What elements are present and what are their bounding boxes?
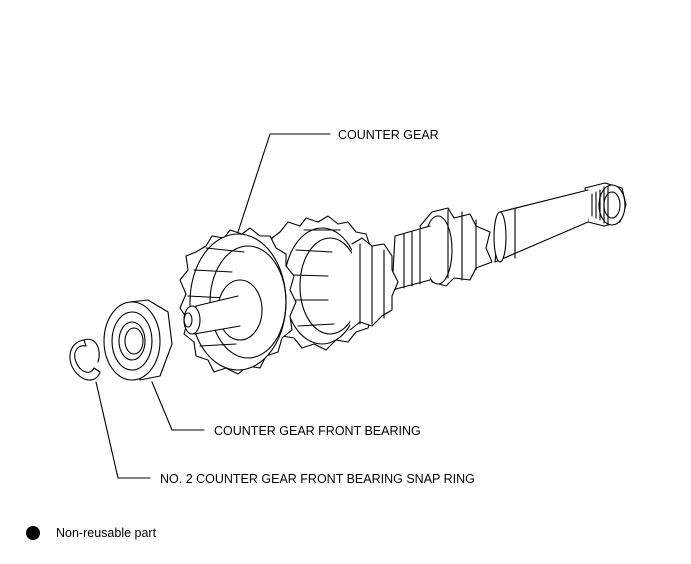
- legend: Non-reusable part: [26, 526, 156, 540]
- snap-ring-leader: [95, 381, 151, 479]
- middle-gear: [261, 215, 399, 351]
- counter-gear: [179, 227, 297, 375]
- counter-gear-leader: [237, 133, 331, 233]
- front-bearing-label: COUNTER GEAR FRONT BEARING: [214, 424, 421, 438]
- front-bearing-leader: [151, 381, 205, 431]
- legend-label: Non-reusable part: [56, 526, 157, 540]
- counter-gear-label: COUNTER GEAR: [338, 128, 439, 142]
- non-reusable-dot-icon: [26, 526, 40, 540]
- snap-ring: [69, 338, 101, 381]
- counter-shaft: [391, 182, 627, 291]
- snap-ring-label: NO. 2 COUNTER GEAR FRONT BEARING SNAP RI…: [160, 472, 475, 486]
- front-bearing: [103, 299, 173, 381]
